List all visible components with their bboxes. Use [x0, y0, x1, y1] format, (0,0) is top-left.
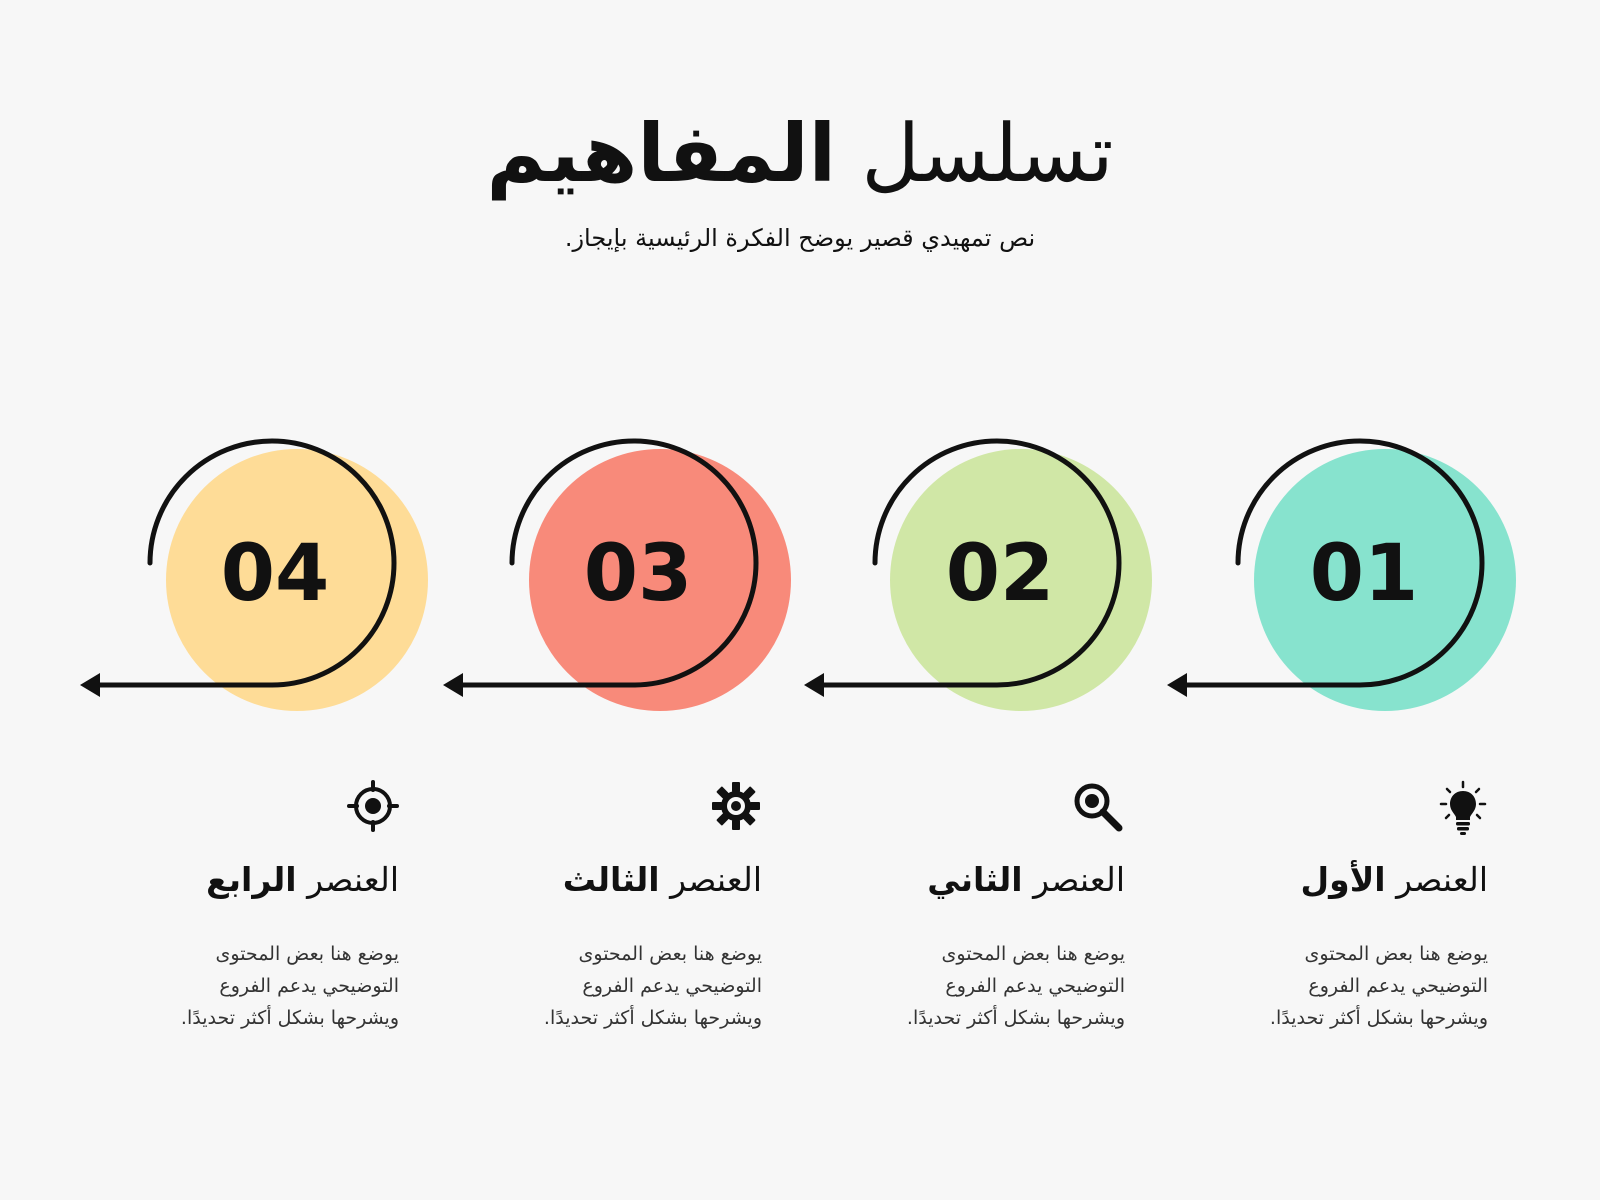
step-04-desc-line-1: يوضع هنا بعض المحتوى: [215, 942, 399, 965]
step-02-description: يوضع هنا بعض المحتوى التوضيحي يدعم الفرو…: [885, 938, 1125, 1034]
step-03-desc-line-3: ويشرحها بشكل أكثر تحديدًا.: [543, 1006, 762, 1029]
step-03-number: 03: [584, 529, 693, 619]
page-subtitle: نص تمهيدي قصير يوضح الفكرة الرئيسية بإيج…: [564, 224, 1036, 252]
step-01-desc-line-3: ويشرحها بشكل أكثر تحديدًا.: [1269, 1006, 1488, 1029]
step-03-title-light: العنصر: [659, 860, 762, 899]
step-01-text: العنصر الأول يوضع هنا بعض المحتوى التوضي…: [1248, 780, 1488, 1034]
step-04-number: 04: [221, 529, 330, 619]
step-04-title-light: العنصر: [296, 860, 399, 899]
step-02: 02: [804, 438, 1152, 711]
step-03-desc-line-2: التوضيحي يدعم الفروع: [582, 974, 762, 997]
lightbulb-icon: [1248, 780, 1488, 840]
step-04-arrowhead: [80, 673, 100, 697]
step-03: 03: [443, 438, 791, 711]
step-04-ring: [85, 438, 397, 688]
step-03-ring: [448, 438, 759, 688]
step-02-arrowhead: [804, 673, 824, 697]
step-04-text: العنصر الرابع يوضع هنا بعض المحتوى التوض…: [159, 780, 399, 1034]
page-title: تسلسل المفاهيم: [0, 110, 1600, 198]
target-icon: [159, 780, 399, 840]
step-02-title-bold: الثاني: [927, 860, 1023, 899]
step-04: 04: [80, 438, 428, 711]
step-04-title-bold: الرابع: [206, 860, 297, 899]
step-03-description: يوضع هنا بعض المحتوى التوضيحي يدعم الفرو…: [522, 938, 762, 1034]
step-04-description: يوضع هنا بعض المحتوى التوضيحي يدعم الفرو…: [159, 938, 399, 1034]
step-01-ring: [1172, 438, 1485, 688]
step-04-desc-line-2: التوضيحي يدعم الفروع: [219, 974, 399, 997]
gear-icon: [522, 780, 762, 840]
step-02-title-light: العنصر: [1022, 860, 1125, 899]
step-02-number: 02: [946, 529, 1055, 619]
step-02-ring: [809, 438, 1122, 688]
step-01-desc-line-2: التوضيحي يدعم الفروع: [1308, 974, 1488, 997]
step-01-title: العنصر الأول: [1248, 860, 1488, 900]
step-01-description: يوضع هنا بعض المحتوى التوضيحي يدعم الفرو…: [1248, 938, 1488, 1034]
step-01-arrowhead: [1167, 673, 1187, 697]
step-01-desc-line-1: يوضع هنا بعض المحتوى: [1304, 942, 1488, 965]
step-03-title-bold: الثالث: [562, 860, 660, 899]
step-02-desc-line-3: ويشرحها بشكل أكثر تحديدًا.: [906, 1006, 1125, 1029]
step-02-title: العنصر الثاني: [885, 860, 1125, 900]
step-01: 01: [1167, 438, 1516, 711]
step-03-arrowhead: [443, 673, 463, 697]
step-04-desc-line-3: ويشرحها بشكل أكثر تحديدًا.: [180, 1006, 399, 1029]
step-01-number: 01: [1310, 529, 1419, 619]
step-02-desc-line-2: التوضيحي يدعم الفروع: [945, 974, 1125, 997]
step-01-title-bold: الأول: [1300, 860, 1386, 899]
title-bold: المفاهيم: [486, 107, 837, 200]
step-02-text: العنصر الثاني يوضع هنا بعض المحتوى التوض…: [885, 780, 1125, 1034]
magnifier-icon: [885, 780, 1125, 840]
step-01-title-light: العنصر: [1385, 860, 1488, 899]
step-04-title: العنصر الرابع: [159, 860, 399, 900]
header: تسلسل المفاهيم نص تمهيدي قصير يوضح الفكر…: [0, 110, 1600, 253]
step-02-desc-line-1: يوضع هنا بعض المحتوى: [941, 942, 1125, 965]
step-03-title: العنصر الثالث: [522, 860, 762, 900]
step-03-text: العنصر الثالث يوضع هنا بعض المحتوى التوض…: [522, 780, 762, 1034]
step-03-desc-line-1: يوضع هنا بعض المحتوى: [578, 942, 762, 965]
title-light: تسلسل: [836, 107, 1114, 200]
